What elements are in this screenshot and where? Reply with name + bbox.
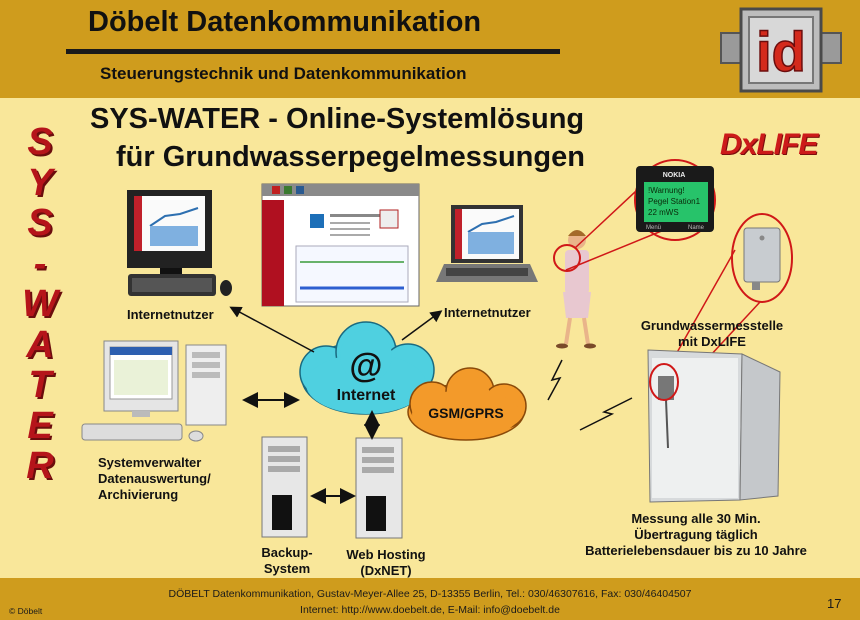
page-number: 17 (827, 596, 842, 611)
gsm-gprs-label: GSM/GPRS (428, 405, 503, 421)
phone-warning: !Warnung! (648, 186, 685, 195)
footer-band (0, 578, 860, 620)
internet-user-left-label: Internetnutzer (127, 307, 214, 322)
internet-label: Internet (337, 387, 396, 404)
measurement-label-line: Übertragung täglich (634, 527, 758, 542)
internet-user-right-label: Internetnutzer (444, 305, 531, 320)
phone-brand: NOKIA (663, 172, 686, 179)
arrow-to-user-right (401, 310, 443, 341)
backup-label-line: System (263, 561, 311, 576)
backup-server-icon (261, 436, 308, 538)
slide-title-line2: für Grundwasserpegelmessungen (116, 141, 585, 173)
phone-station: Pegel Station1 (648, 197, 701, 206)
vertical-letter: A (26, 323, 54, 366)
measurement-label-line: Batterielebensdauer bis zu 10 Jahre (585, 543, 807, 558)
radio-link-icon (579, 397, 633, 431)
web-portal-screenshot (261, 183, 420, 307)
hosting-label-line: Web Hosting (346, 547, 426, 562)
person-with-phone-icon (553, 230, 596, 349)
admin-workstation-icon (81, 340, 227, 442)
admin-label-line: Archivierung (98, 487, 179, 502)
phone-softkey-left: Menü (646, 225, 661, 231)
dxlife-brand: DxLIFE (720, 128, 818, 161)
backup-label: Backup- System (245, 545, 329, 577)
internet-cloud: @ Internet (299, 321, 435, 415)
vertical-letter: R (26, 445, 54, 487)
backup-label-line: Backup- (261, 545, 313, 560)
slide-title-line1: SYS-WATER - Online-Systemlösung (90, 103, 585, 135)
hosting-label-line: (DxNET) (360, 563, 412, 578)
measurement-cabinet-icon (647, 349, 781, 503)
vertical-letter: E (27, 404, 53, 447)
company-title: Döbelt Datenkommunikation (88, 6, 482, 38)
vertical-letter: - (33, 242, 47, 285)
arrow-to-user-left (229, 306, 315, 353)
laptop-icon (436, 205, 538, 282)
phone-softkey-right: Name (688, 225, 705, 231)
vertical-sys-water: S Y S - W A T E R (14, 122, 66, 487)
desktop-computer-icon (127, 190, 232, 296)
phone-screen-zoom: NOKIA !Warnung! Pegel Station1 22 mWS Me… (634, 159, 716, 241)
gsm-gprs-cloud: GSM/GPRS (407, 367, 527, 441)
at-icon: @ (349, 347, 382, 385)
admin-label: Systemverwalter Datenauswertung/ Archivi… (98, 455, 211, 503)
station-label-line: Grundwassermesstelle (640, 318, 784, 333)
measurement-label-line: Messung alle 30 Min. (631, 511, 761, 526)
logo-text: id (756, 20, 806, 83)
vertical-letter: W (22, 283, 58, 325)
admin-label-line: Datenauswertung/ (98, 471, 211, 486)
footer-copyright: © Döbelt (9, 606, 43, 616)
admin-label-line: Systemverwalter (98, 455, 202, 470)
dxlife-device-zoom (731, 213, 793, 303)
header-rule (66, 49, 560, 54)
zoom-line (565, 229, 665, 271)
station-label: Grundwassermesstelle mit DxLIFE (622, 318, 802, 350)
doebelt-logo: id (720, 7, 842, 93)
measurement-label: Messung alle 30 Min. Übertragung täglich… (566, 511, 826, 559)
hosting-label: Web Hosting (DxNET) (330, 547, 442, 579)
web-hosting-server-icon (355, 437, 403, 539)
footer-contact: Internet: http://www.doebelt.de, E-Mail:… (300, 604, 560, 616)
vertical-letter: S (27, 202, 53, 244)
vertical-letter: T (28, 364, 52, 406)
phone-level: 22 mWS (648, 208, 679, 217)
company-subtitle: Steuerungstechnik und Datenkommunikation (100, 64, 467, 83)
vertical-letter: Y (27, 161, 53, 204)
vertical-letter: S (27, 121, 53, 163)
footer-address: DÖBELT Datenkommunikation, Gustav-Meyer-… (168, 588, 692, 600)
station-label-line: mit DxLIFE (678, 334, 746, 349)
radio-link-icon (547, 359, 563, 401)
